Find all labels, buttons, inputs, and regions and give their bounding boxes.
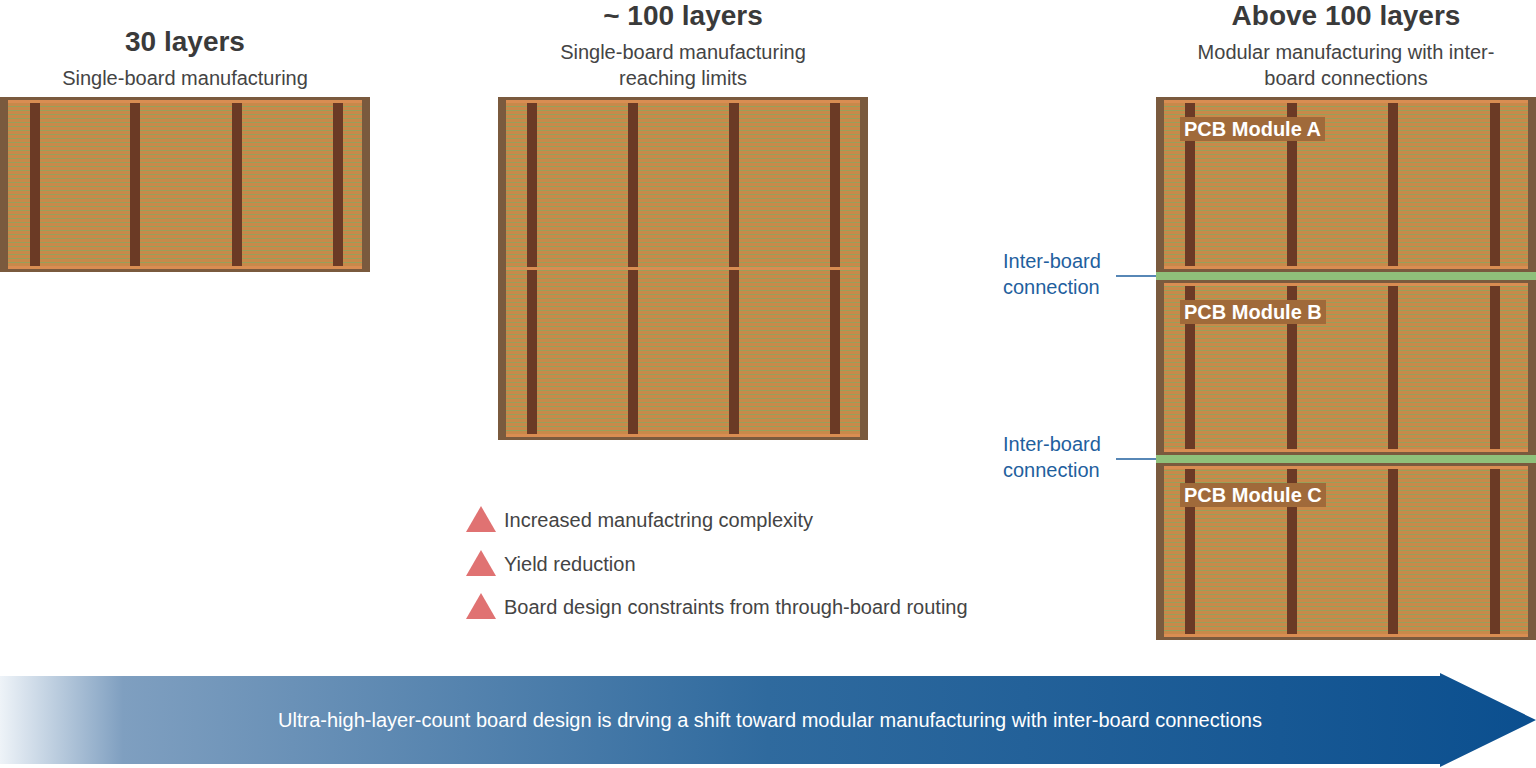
board-part [1388, 103, 1398, 266]
connection-callout: Inter-board connection [1003, 248, 1115, 300]
board-part [1490, 286, 1500, 449]
subtitle: Modular manufacturing with inter-board c… [1196, 39, 1496, 91]
pcb-illustration [0, 97, 1536, 640]
pcb-module: PCB Module C [1156, 463, 1536, 640]
board-part [0, 97, 370, 272]
board-part [506, 100, 860, 103]
subtitle: Single-board manufacturing reaching limi… [533, 39, 833, 91]
board-part [1156, 97, 1536, 272]
board-part [8, 100, 362, 269]
board-part [8, 266, 362, 269]
board-part [1164, 266, 1528, 269]
board-part [506, 434, 860, 437]
board-heading: Above 100 layersModular manufacturing wi… [1076, 0, 1536, 91]
pcb-board: ~ 100 layersSingle-board manufacturing r… [498, 97, 868, 440]
board-heading: ~ 100 layersSingle-board manufacturing r… [418, 0, 948, 91]
warning-triangle [466, 593, 496, 619]
board-part [506, 100, 860, 437]
board-part [130, 103, 140, 266]
board-part [506, 267, 860, 270]
issue-bullet: Board design constraints from through-bo… [504, 594, 968, 620]
leader-line [1116, 458, 1156, 460]
board-heading: 30 layersSingle-board manufacturing [0, 25, 450, 91]
board-part [1388, 286, 1398, 449]
inter-board-strip [1156, 272, 1536, 280]
module-label: PCB Module C [1180, 483, 1326, 507]
connection-callout: Inter-board connection [1003, 431, 1115, 483]
inter-board-strip [1156, 455, 1536, 463]
board-part [498, 97, 868, 440]
leader-line [1116, 275, 1156, 277]
pcb-module: PCB Module B [1156, 280, 1536, 455]
layer-count-heading: ~ 100 layers [418, 0, 948, 33]
board-part [1164, 466, 1528, 469]
trend-arrow [0, 673, 1536, 767]
module-label: PCB Module B [1180, 300, 1326, 324]
board-part [1164, 100, 1528, 269]
board-part [1156, 463, 1536, 640]
layer-count-heading: 30 layers [0, 25, 450, 59]
board-part [1490, 103, 1500, 266]
subtitle: Single-board manufacturing [35, 65, 335, 91]
issue-bullet: Increased manufactring complexity [504, 507, 813, 533]
board-part [1388, 469, 1398, 634]
pcb-board: 30 layersSingle-board manufacturing [0, 97, 370, 272]
board-part [333, 103, 343, 266]
board-part [30, 103, 40, 266]
issue-bullet: Yield reduction [504, 551, 636, 577]
board-part [1164, 449, 1528, 452]
trend-band: Ultra-high-layer-count board design is d… [110, 676, 1430, 764]
board-part [1164, 100, 1528, 103]
warning-triangle [466, 550, 496, 576]
module-label: PCB Module A [1180, 117, 1325, 141]
layer-count-heading: Above 100 layers [1076, 0, 1536, 33]
board-part [1164, 283, 1528, 286]
board-part [1164, 634, 1528, 637]
board-part [1164, 283, 1528, 452]
pcb-module: PCB Module A [1156, 97, 1536, 272]
band-text: Ultra-high-layer-count board design is d… [278, 707, 1262, 733]
board-part [1490, 469, 1500, 634]
board-part [1164, 466, 1528, 637]
pcb-board: Above 100 layersModular manufacturing wi… [1156, 97, 1536, 640]
board-part [8, 100, 362, 103]
board-part [232, 103, 242, 266]
warning-triangle [466, 506, 496, 532]
board-part [1156, 280, 1536, 455]
